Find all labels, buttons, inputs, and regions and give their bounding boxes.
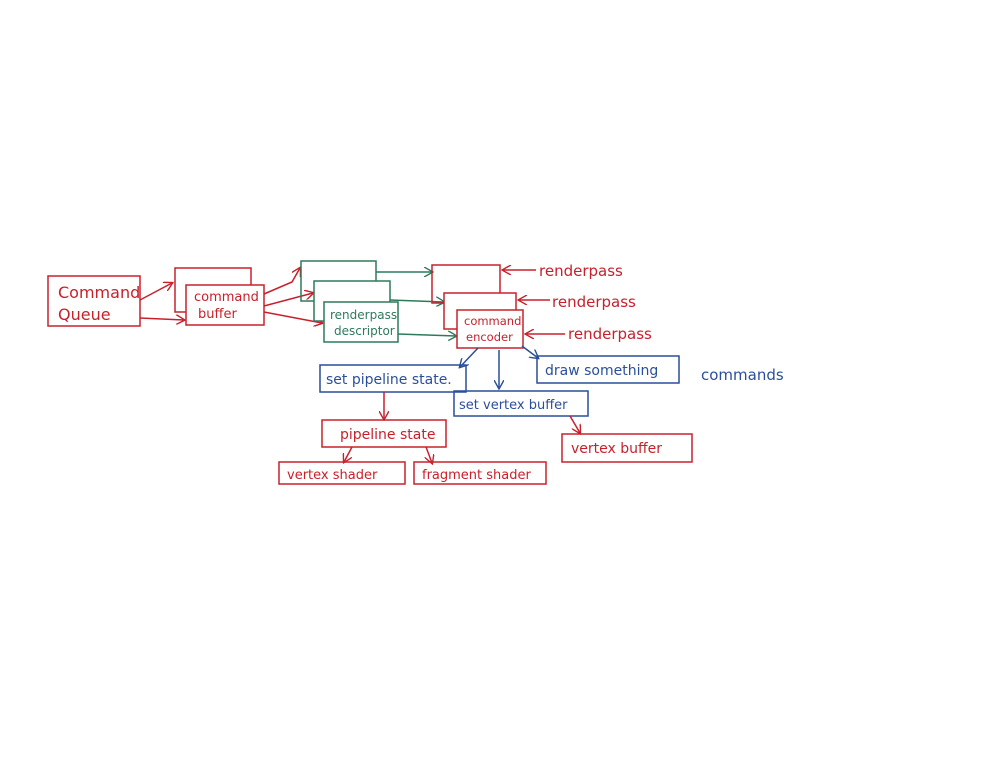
renderpass-label-2: renderpass xyxy=(552,293,636,311)
draw-something-box xyxy=(536,355,680,384)
vertex-buffer-node: vertex buffer xyxy=(561,433,693,463)
command-buffer-box xyxy=(185,284,265,326)
arrow-pipeline-to-vertex-shader xyxy=(344,446,353,462)
commands-label: commands xyxy=(701,366,784,384)
fragment-shader-box xyxy=(413,461,547,485)
fragment-shader-label: fragment shader xyxy=(422,468,531,483)
vertex-shader-node: vertex shader xyxy=(278,461,406,485)
renderpass-label-3: renderpass xyxy=(568,325,652,343)
pipeline-state-node: pipeline state xyxy=(321,419,447,448)
command-queue-node: Command Queue xyxy=(47,275,141,327)
arrow-buffer-to-descriptor-2 xyxy=(263,293,313,307)
pipeline-state-label: pipeline state xyxy=(340,427,435,443)
command-encoder-label-2: encoder xyxy=(466,330,513,344)
draw-something-node: draw something xyxy=(536,355,680,384)
arrow-queue-to-buffer-1 xyxy=(139,283,172,301)
set-pipeline-state-box xyxy=(319,364,467,393)
vertex-buffer-label: vertex buffer xyxy=(571,441,662,457)
set-pipeline-state-node: set pipeline state. xyxy=(319,364,467,393)
draw-something-label: draw something xyxy=(545,363,658,379)
fragment-shader-node: fragment shader xyxy=(413,461,547,485)
command-queue-box xyxy=(47,275,141,327)
set-pipeline-state-label: set pipeline state. xyxy=(326,372,452,388)
renderpass-descriptor-node: renderpass descriptor xyxy=(300,260,399,343)
arrow-queue-to-buffer-2 xyxy=(139,318,184,320)
arrow-encoder-to-set-pipeline xyxy=(460,347,479,367)
arrow-pipeline-to-fragment-shader xyxy=(426,446,432,463)
renderpass-descriptor-label-1: renderpass xyxy=(330,308,397,322)
command-queue-label-1: Command xyxy=(58,283,140,302)
command-encoder-label-1: command xyxy=(464,314,521,328)
arrow-buffer-to-descriptor-3 xyxy=(263,311,322,323)
set-vertex-buffer-node: set vertex buffer xyxy=(453,390,589,417)
pipeline-state-box xyxy=(321,419,447,448)
command-buffer-label-2: buffer xyxy=(198,307,237,322)
renderpass-label-1: renderpass xyxy=(539,262,623,280)
command-encoder-node: command encoder xyxy=(431,264,524,349)
command-queue-label-2: Queue xyxy=(58,305,111,324)
command-buffer-label-1: command xyxy=(194,290,259,305)
arrow-buffer-to-descriptor-1 xyxy=(263,268,300,295)
renderpass-descriptor-label-2: descriptor xyxy=(334,324,395,338)
arrow-descriptor-to-encoder-2 xyxy=(389,300,444,302)
arrow-encoder-to-draw xyxy=(521,345,538,358)
arrow-descriptor-to-encoder-3 xyxy=(397,334,456,336)
arrow-set-vertex-to-vertex-buffer xyxy=(569,415,580,433)
renderpass-descriptor-box xyxy=(323,301,399,343)
command-encoder-box xyxy=(456,309,524,349)
set-vertex-buffer-label: set vertex buffer xyxy=(459,398,568,413)
command-buffer-node: command buffer xyxy=(174,267,265,326)
vertex-shader-label: vertex shader xyxy=(287,468,378,483)
vertex-shader-box xyxy=(278,461,406,485)
set-vertex-buffer-box xyxy=(453,390,589,417)
vertex-buffer-box xyxy=(561,433,693,463)
